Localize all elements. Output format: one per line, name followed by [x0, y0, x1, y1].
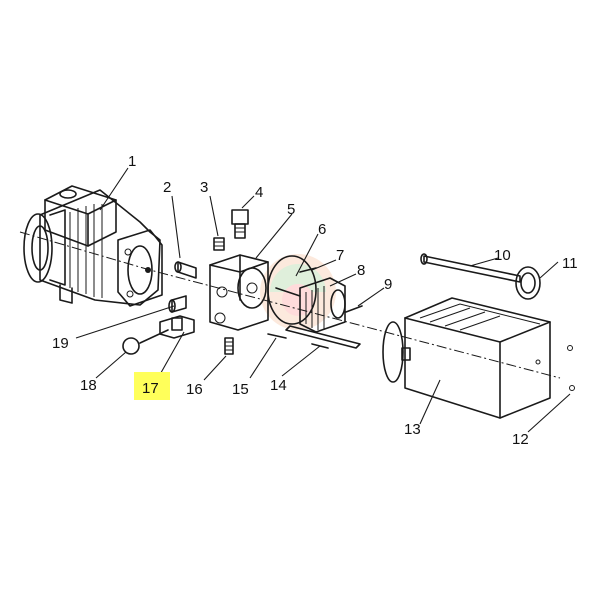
lever: [122, 329, 169, 355]
pump-body: [209, 254, 269, 331]
screw: [267, 333, 287, 339]
part-number-12: 12: [512, 431, 529, 448]
part-number-10: 10: [494, 247, 511, 264]
part-number-1: 1: [128, 153, 136, 170]
coupling-pin: [174, 261, 197, 279]
part-number-13: 13: [404, 421, 421, 438]
leader-lines: [75, 167, 571, 433]
plug: [168, 295, 187, 313]
watermark-logo: [260, 254, 336, 330]
part-number-14: 14: [270, 377, 287, 394]
part-number-15: 15: [232, 381, 249, 398]
bolt: [345, 305, 363, 313]
part-number-5: 5: [287, 201, 295, 218]
seal-ring: [515, 266, 541, 300]
part-number-18: 18: [80, 377, 97, 394]
dowel-pin: [299, 267, 317, 273]
return-rod: [420, 253, 521, 283]
part-number-19: 19: [52, 335, 69, 352]
part-number-8: 8: [357, 262, 365, 279]
part-number-9: 9: [384, 276, 392, 293]
part-number-2: 2: [163, 179, 171, 196]
gasket: [267, 255, 317, 325]
part-number-16: 16: [186, 381, 203, 398]
gear-pump-unit: [275, 277, 346, 333]
relief-valve: [231, 209, 249, 239]
part-number-6: 6: [318, 221, 326, 238]
valve-handle-body: [159, 315, 195, 339]
fitting: [224, 337, 234, 355]
tank-screws: [567, 345, 575, 391]
part-numbers: 1 2 3 4 5 6 7 8 9 10 11 12 13 14 15 16 1…: [52, 153, 578, 448]
small-plug: [213, 237, 225, 251]
suction-tube: [285, 325, 361, 349]
electric-motor: [23, 185, 163, 307]
part-number-17: 17: [142, 380, 159, 397]
part-number-11: 11: [562, 255, 578, 272]
part-number-4: 4: [255, 184, 263, 201]
oil-tank: [382, 297, 551, 419]
part-number-7: 7: [336, 247, 344, 264]
part-number-3: 3: [200, 179, 208, 196]
highlight-17: [134, 372, 170, 400]
